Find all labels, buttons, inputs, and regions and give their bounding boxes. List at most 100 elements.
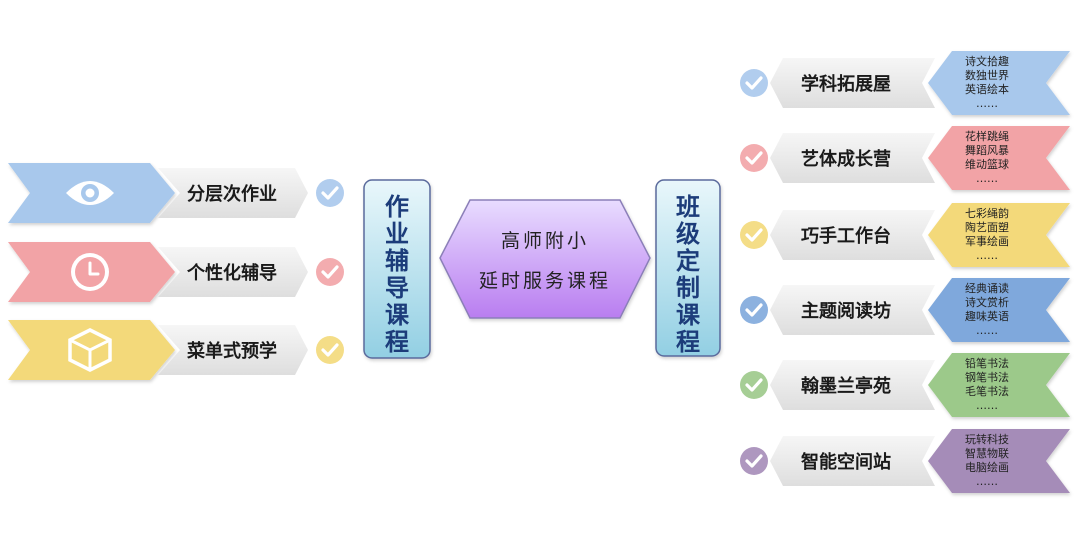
- right-item: 巧手工作台七彩绳韵陶艺面塑军事绘画……: [740, 203, 1070, 267]
- right-item-list: 学科拓展屋诗文拾趣数独世界英语绘本……艺体成长营花样跳绳舞蹈风暴维动篮球……巧手…: [740, 51, 1070, 493]
- right-item-arrow: [928, 278, 1070, 342]
- right-item-subline: ……: [976, 172, 998, 185]
- right-item-subline: 陶艺面塑: [965, 220, 1009, 234]
- header-char: 班: [676, 193, 700, 221]
- check-mark: [321, 265, 339, 279]
- check-circle: [316, 179, 344, 207]
- right-item-label: 智能空间站: [801, 451, 891, 473]
- right-item-label: 艺体成长营: [801, 148, 891, 170]
- header-char: 导: [385, 274, 409, 302]
- right-item-banner: [770, 436, 935, 486]
- right-item-subline: 花样跳绳: [965, 129, 1009, 143]
- check-icon: [316, 179, 344, 207]
- header-char: 业: [385, 220, 409, 248]
- right-item-subline: 军事绘画: [965, 234, 1009, 248]
- right-item-subline: 电脑绘画: [965, 460, 1009, 474]
- header-char: 辅: [385, 247, 409, 275]
- cube-icon: [68, 328, 112, 372]
- left-item-banner: [158, 247, 308, 297]
- check-icon: [740, 296, 768, 324]
- check-icon: [740, 447, 768, 475]
- check-circle: [740, 69, 768, 97]
- check-circle: [316, 336, 344, 364]
- eye-icon: [66, 181, 114, 205]
- left-header-label: 作业辅导课程: [385, 193, 410, 356]
- check-icon: [740, 144, 768, 172]
- right-item-banner: [770, 210, 935, 260]
- right-item-subline: 毛笔书法: [965, 384, 1009, 398]
- right-item-subline: 铅笔书法: [965, 356, 1009, 370]
- left-item: 分层次作业: [8, 163, 344, 223]
- right-item: 翰墨兰亭苑铅笔书法钢笔书法毛笔书法……: [740, 353, 1070, 417]
- right-item-subline: 玩转科技: [965, 432, 1009, 446]
- check-icon: [740, 221, 768, 249]
- right-item-subline: 诗文赏析: [965, 295, 1009, 309]
- center-hexagon: [439, 199, 651, 319]
- right-item-label: 巧手工作台: [801, 225, 891, 247]
- right-item: 主题阅读坊 经典诵读诗文赏析趣味英语……: [740, 278, 1070, 342]
- left-header: 作业辅导课程: [363, 179, 431, 359]
- right-item-label: 学科拓展屋: [801, 73, 891, 95]
- left-item: 菜单式预学: [8, 320, 344, 380]
- check-mark: [321, 343, 339, 357]
- clock-icon: [71, 253, 109, 291]
- check-circle: [740, 447, 768, 475]
- right-item-subline: 数独世界: [965, 69, 1009, 82]
- left-item-label: 菜单式预学: [186, 340, 277, 362]
- right-item-subline: 智慧物联: [965, 446, 1009, 460]
- cube-edges: [69, 338, 111, 370]
- check-mark: [745, 228, 763, 242]
- right-item: 智能空间站 玩转科技智慧物联电脑绘画……: [740, 429, 1070, 493]
- left-item: 个性化辅导: [8, 242, 344, 302]
- header-char: 课: [676, 301, 701, 329]
- right-item-banner: [770, 285, 935, 335]
- center-title-line2: 延时服务课程: [479, 270, 611, 292]
- header-char: 定: [676, 247, 700, 275]
- left-header-box: [363, 179, 431, 359]
- right-item-subline: ……: [976, 475, 998, 488]
- check-circle: [740, 296, 768, 324]
- right-item-subline: ……: [976, 249, 998, 262]
- check-circle: [740, 371, 768, 399]
- right-item: 学科拓展屋 诗文拾趣数独世界英语绘本……: [740, 51, 1070, 115]
- check-icon: [740, 371, 768, 399]
- check-mark: [745, 303, 763, 317]
- header-char: 程: [676, 328, 700, 356]
- right-header-label: 班级定制课程: [676, 193, 701, 356]
- right-item-subline: 诗文拾趣: [965, 54, 1009, 68]
- check-mark: [745, 151, 763, 165]
- right-item-label: 主题阅读坊: [801, 300, 891, 322]
- eye-pupil: [85, 188, 95, 198]
- right-item-arrow: [928, 51, 1070, 115]
- right-header-box: [655, 179, 721, 357]
- left-item-banner: [158, 168, 308, 218]
- right-item-subline: 经典诵读: [965, 281, 1009, 295]
- check-circle: [740, 144, 768, 172]
- left-item-label: 分层次作业: [187, 183, 277, 205]
- right-item-subline: ……: [976, 97, 998, 110]
- right-item-subline: ……: [976, 324, 998, 337]
- right-item-subline: 舞蹈风暴: [965, 144, 1009, 157]
- center-title-line1: 高师附小: [501, 230, 589, 252]
- check-mark: [321, 186, 339, 200]
- header-char: 作: [385, 193, 409, 221]
- header-char: 课: [385, 301, 410, 329]
- header-char: 程: [385, 328, 409, 356]
- right-item-subline: 趣味英语: [965, 309, 1009, 323]
- left-item-label: 个性化辅导: [186, 262, 277, 284]
- right-item-banner: [770, 133, 935, 183]
- right-item-arrow: [928, 429, 1070, 493]
- right-item-arrow: [928, 203, 1070, 267]
- right-item-subline: 英语绘本: [965, 82, 1009, 96]
- right-item-label: 翰墨兰亭苑: [801, 375, 891, 397]
- header-char: 级: [676, 220, 700, 248]
- check-mark: [745, 76, 763, 90]
- right-item-subline: 维动篮球: [965, 157, 1009, 171]
- right-item: 艺体成长营 花样跳绳舞蹈风暴维动篮球……: [740, 126, 1070, 190]
- right-item-banner: [770, 360, 935, 410]
- check-icon: [316, 336, 344, 364]
- check-icon: [740, 69, 768, 97]
- check-icon: [316, 258, 344, 286]
